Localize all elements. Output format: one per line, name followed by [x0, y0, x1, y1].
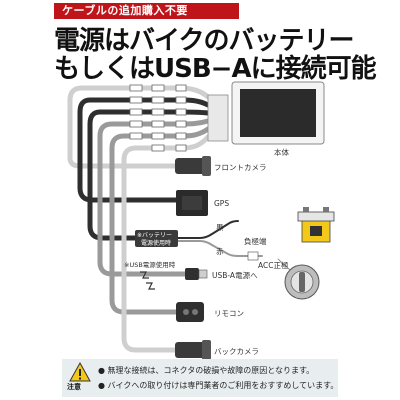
- remote-cable: [109, 126, 211, 315]
- caution-notice: 注意 ● 無理な接続は、コネクタの破損や故障の原因となります。 ● バイクへの取…: [62, 359, 338, 397]
- gps-label: GPS: [214, 199, 230, 208]
- gps-module: [176, 190, 208, 216]
- acc-label: ACC正極: [258, 261, 289, 270]
- warning-icon: [68, 361, 92, 386]
- negative-terminal-label: 負極端: [244, 237, 267, 246]
- gps-cable: [77, 97, 211, 203]
- no-extra-cable-badge: ケーブルの追加購入不要: [54, 3, 239, 19]
- battery-black-wire: [177, 220, 239, 239]
- usb-note-label: ※USB電源使用時: [124, 261, 176, 269]
- black-wire-label: 黒: [216, 223, 224, 232]
- back-camera-cable: [121, 134, 211, 353]
- battery-tag-label-2: 電源使用時: [141, 240, 172, 247]
- front-camera-cable: [67, 85, 211, 169]
- caution-line-2: ● バイクへの取り付けは専門業者のご利用をおすすめしています。: [98, 381, 339, 390]
- vehicle-battery: [297, 207, 335, 243]
- fuse: [247, 251, 259, 261]
- caution-label: 注意: [67, 383, 81, 391]
- battery-tag: [135, 230, 178, 247]
- main-unit: [207, 81, 325, 145]
- headline-line-2: もしくはUSB−Aに接続可能: [54, 54, 377, 84]
- remote-label: リモコン: [214, 309, 244, 318]
- usb-plug: [140, 268, 208, 290]
- ignition-switch: [284, 264, 320, 300]
- back-camera-label: バックカメラ: [214, 347, 259, 356]
- back-camera: [175, 340, 211, 360]
- arrow-icon: [140, 271, 155, 290]
- usb-power-label: USB-A電源へ: [212, 271, 258, 280]
- usb-cable: [97, 118, 211, 277]
- remote-unit: [176, 302, 204, 322]
- main-unit-label: 本体: [274, 148, 289, 157]
- connector-blocks: [129, 84, 187, 152]
- battery-red-wire: [177, 240, 263, 257]
- headline-line-1: 電源はバイクのバッテリー: [54, 26, 354, 56]
- acc-lead-line: [277, 258, 291, 271]
- front-camera-label: フロントカメラ: [214, 163, 267, 172]
- front-camera: [175, 156, 211, 176]
- battery-tag-label-1: ※バッテリー: [137, 232, 173, 239]
- caution-line-1: ● 無理な接続は、コネクタの破損や故障の原因となります。: [98, 366, 315, 375]
- battery-cable: [87, 109, 211, 241]
- red-wire-label: 赤: [216, 247, 224, 256]
